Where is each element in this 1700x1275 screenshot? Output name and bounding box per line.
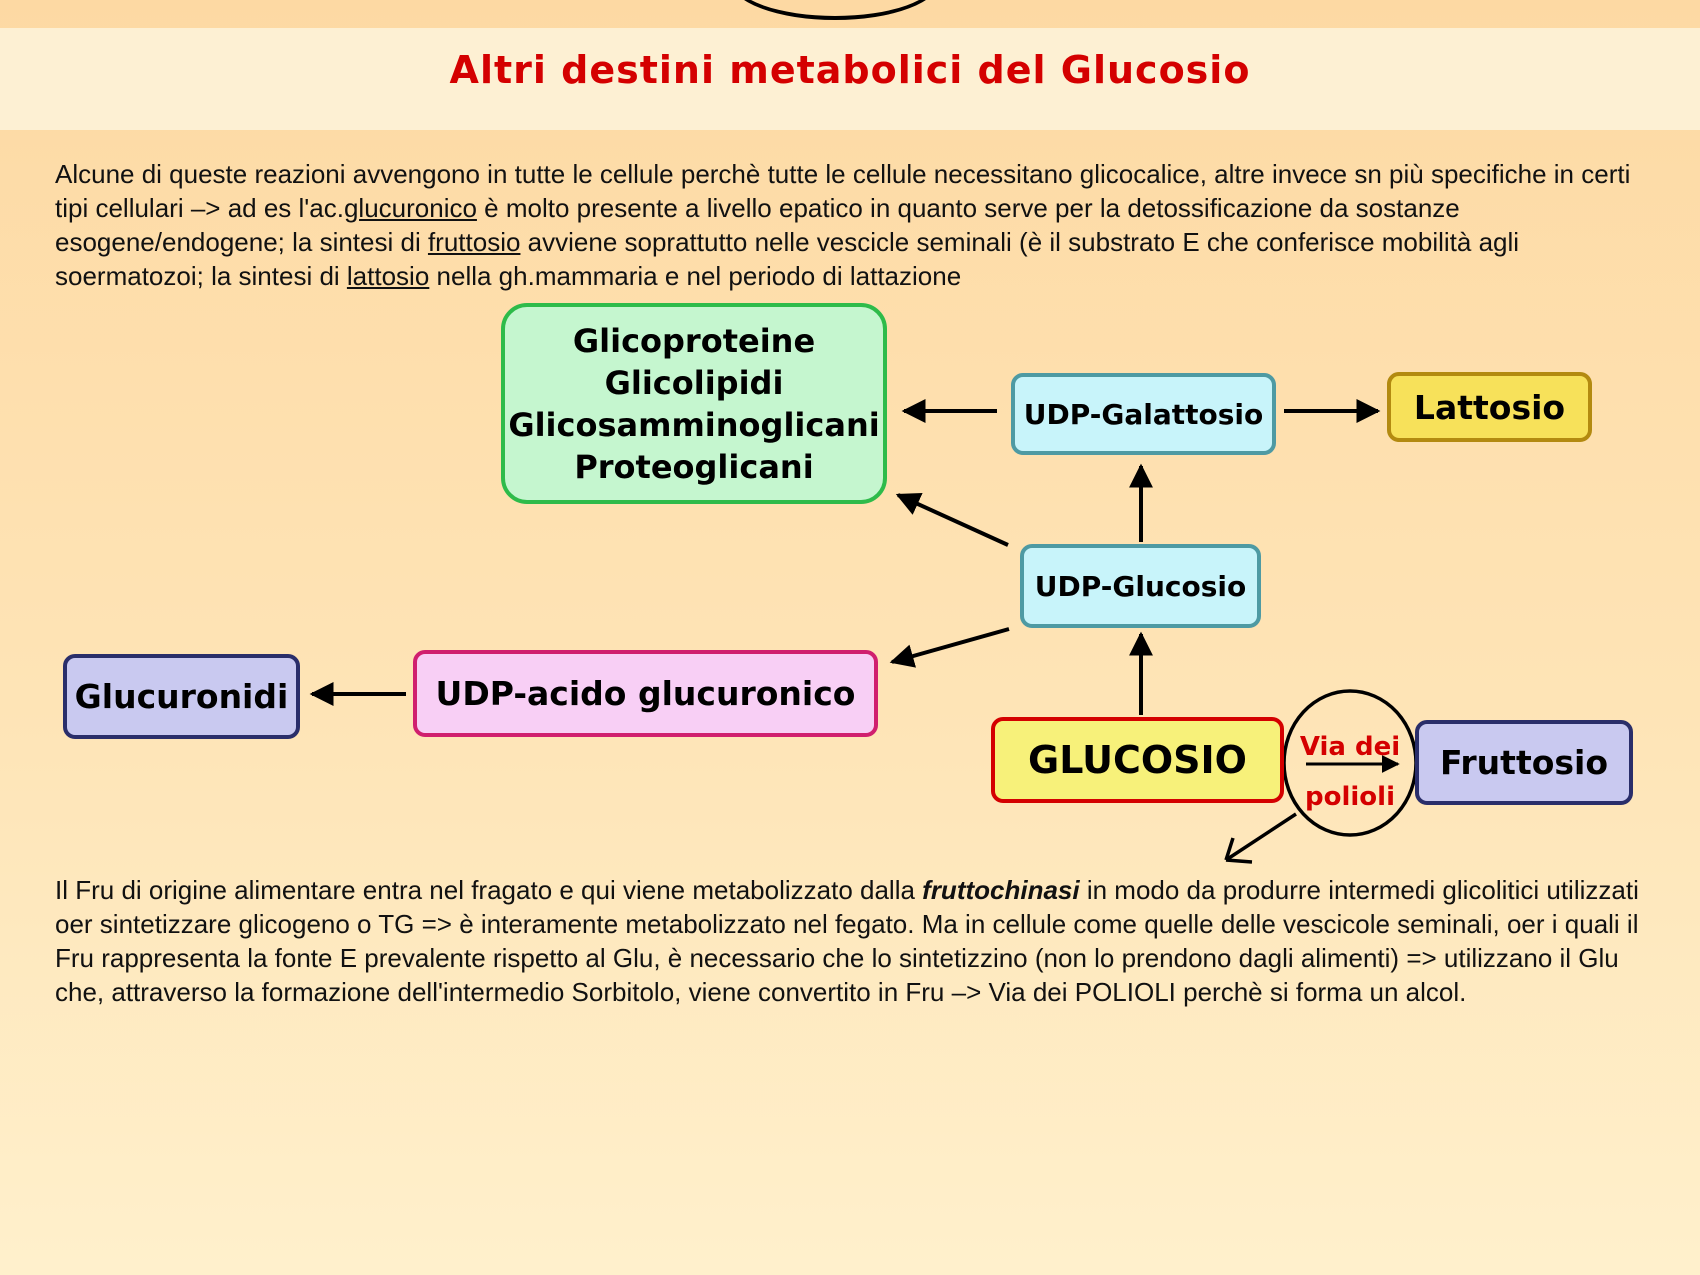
via-polioli-label: Via dei polioli bbox=[1288, 722, 1412, 822]
node-glyco-line-2: Glicolipidi bbox=[604, 363, 784, 402]
outro-text-1: Il Fru di origine alimentare entra nel f… bbox=[55, 875, 923, 905]
node-glucuronidi: Glucuronidi bbox=[63, 654, 300, 739]
intro-underline-glucuronico: glucuronico bbox=[343, 193, 477, 223]
intro-text-4: nella gh.mammaria e nel periodo di latta… bbox=[429, 261, 962, 291]
hand-drawn-arc bbox=[730, 0, 940, 20]
node-fruttosio: Fruttosio bbox=[1415, 720, 1633, 805]
arrow-udpglu-to-udpacid bbox=[889, 627, 1010, 668]
via-polioli-line-2: polioli bbox=[1305, 782, 1395, 812]
node-udp-galattosio: UDP-Galattosio bbox=[1011, 373, 1276, 455]
via-polioli-line-1: Via dei bbox=[1299, 732, 1401, 762]
node-udp-glucosio: UDP-Glucosio bbox=[1020, 544, 1261, 628]
arrow-polioli-curve bbox=[1224, 812, 1297, 864]
node-glyco-line-3: Glicosamminoglicani bbox=[508, 405, 880, 444]
outro-paragraph: Il Fru di origine alimentare entra nel f… bbox=[55, 873, 1675, 1009]
intro-underline-lattosio: lattosio bbox=[346, 261, 430, 291]
intro-paragraph: Alcune di queste reazioni avvengono in t… bbox=[55, 157, 1655, 293]
node-glucosio: GLUCOSIO bbox=[991, 717, 1284, 803]
node-udp-acido-glucuronico: UDP-acido glucuronico bbox=[413, 650, 878, 737]
header-band bbox=[0, 28, 1700, 130]
page-title: Altri destini metabolici del Glucosio bbox=[449, 48, 1251, 92]
node-glyco-line-4: Proteoglicani bbox=[574, 447, 814, 486]
node-glyco-line-1: Glicoproteine bbox=[572, 321, 816, 360]
node-lattosio: Lattosio bbox=[1387, 372, 1592, 442]
intro-text-1: Alcune di queste reazioni avvengono in t… bbox=[55, 159, 1631, 223]
intro-text-3: avviene soprattutto nelle vescicle semin… bbox=[55, 227, 1520, 291]
intro-text-2: è molto presente a livello epatico in qu… bbox=[55, 193, 1460, 257]
arrow-udpglu-to-glyco bbox=[895, 493, 1009, 547]
intro-underline-fruttosio: fruttosio bbox=[427, 227, 521, 257]
outro-text-2: in modo da produrre intermedi glicolitic… bbox=[55, 875, 1639, 1007]
outro-bold-fruttochinasi: fruttochinasi bbox=[922, 875, 1080, 905]
node-glycoconjugates: Glicoproteine Glicolipidi Glicosamminogl… bbox=[501, 303, 887, 504]
